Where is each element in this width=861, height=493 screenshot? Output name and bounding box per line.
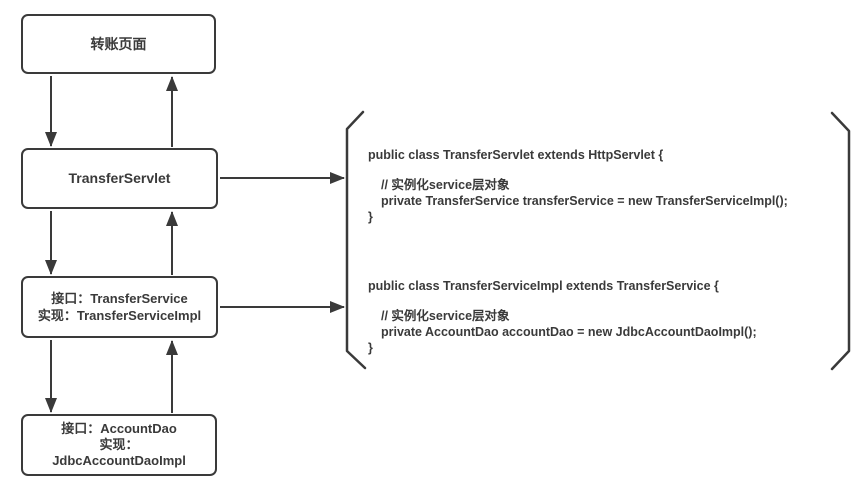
box-transfer-servlet-label: TransferServlet bbox=[68, 170, 171, 186]
left-bracket bbox=[345, 110, 367, 370]
box-transfer-servlet: TransferServlet bbox=[21, 148, 218, 209]
code-line: } bbox=[368, 341, 373, 355]
code-line: private AccountDao accountDao = new Jdbc… bbox=[381, 325, 757, 339]
code-line: // 实例化service层对象 bbox=[381, 178, 510, 192]
box-account-dao: 接口：AccountDao 实现： JdbcAccountDaoImpl bbox=[21, 414, 217, 476]
code-line: public class TransferServlet extends Htt… bbox=[368, 148, 664, 162]
right-bracket bbox=[830, 111, 851, 371]
box-transfer-service-line-1: 接口：TransferService bbox=[51, 291, 188, 306]
code-line: } bbox=[368, 210, 373, 224]
box-account-dao-line-2: 实现： bbox=[99, 437, 139, 452]
box-transfer-page: 转账页面 bbox=[21, 14, 216, 74]
code-line: private TransferService transferService … bbox=[381, 194, 788, 208]
box-transfer-service-line-2: 实现：TransferServiceImpl bbox=[37, 308, 202, 323]
code-block-transfer-servlet: public class TransferServlet extends Htt… bbox=[368, 147, 788, 225]
code-block-transfer-service-impl: public class TransferServiceImpl extends… bbox=[368, 278, 757, 356]
box-account-dao-line-1: 接口：AccountDao bbox=[61, 421, 177, 436]
box-transfer-page-label: 转账页面 bbox=[90, 35, 147, 52]
box-transfer-service: 接口：TransferService 实现：TransferServiceImp… bbox=[21, 276, 218, 338]
code-line: // 实例化service层对象 bbox=[381, 309, 510, 323]
code-line: public class TransferServiceImpl extends… bbox=[368, 279, 719, 293]
box-account-dao-line-3: JdbcAccountDaoImpl bbox=[52, 453, 186, 468]
